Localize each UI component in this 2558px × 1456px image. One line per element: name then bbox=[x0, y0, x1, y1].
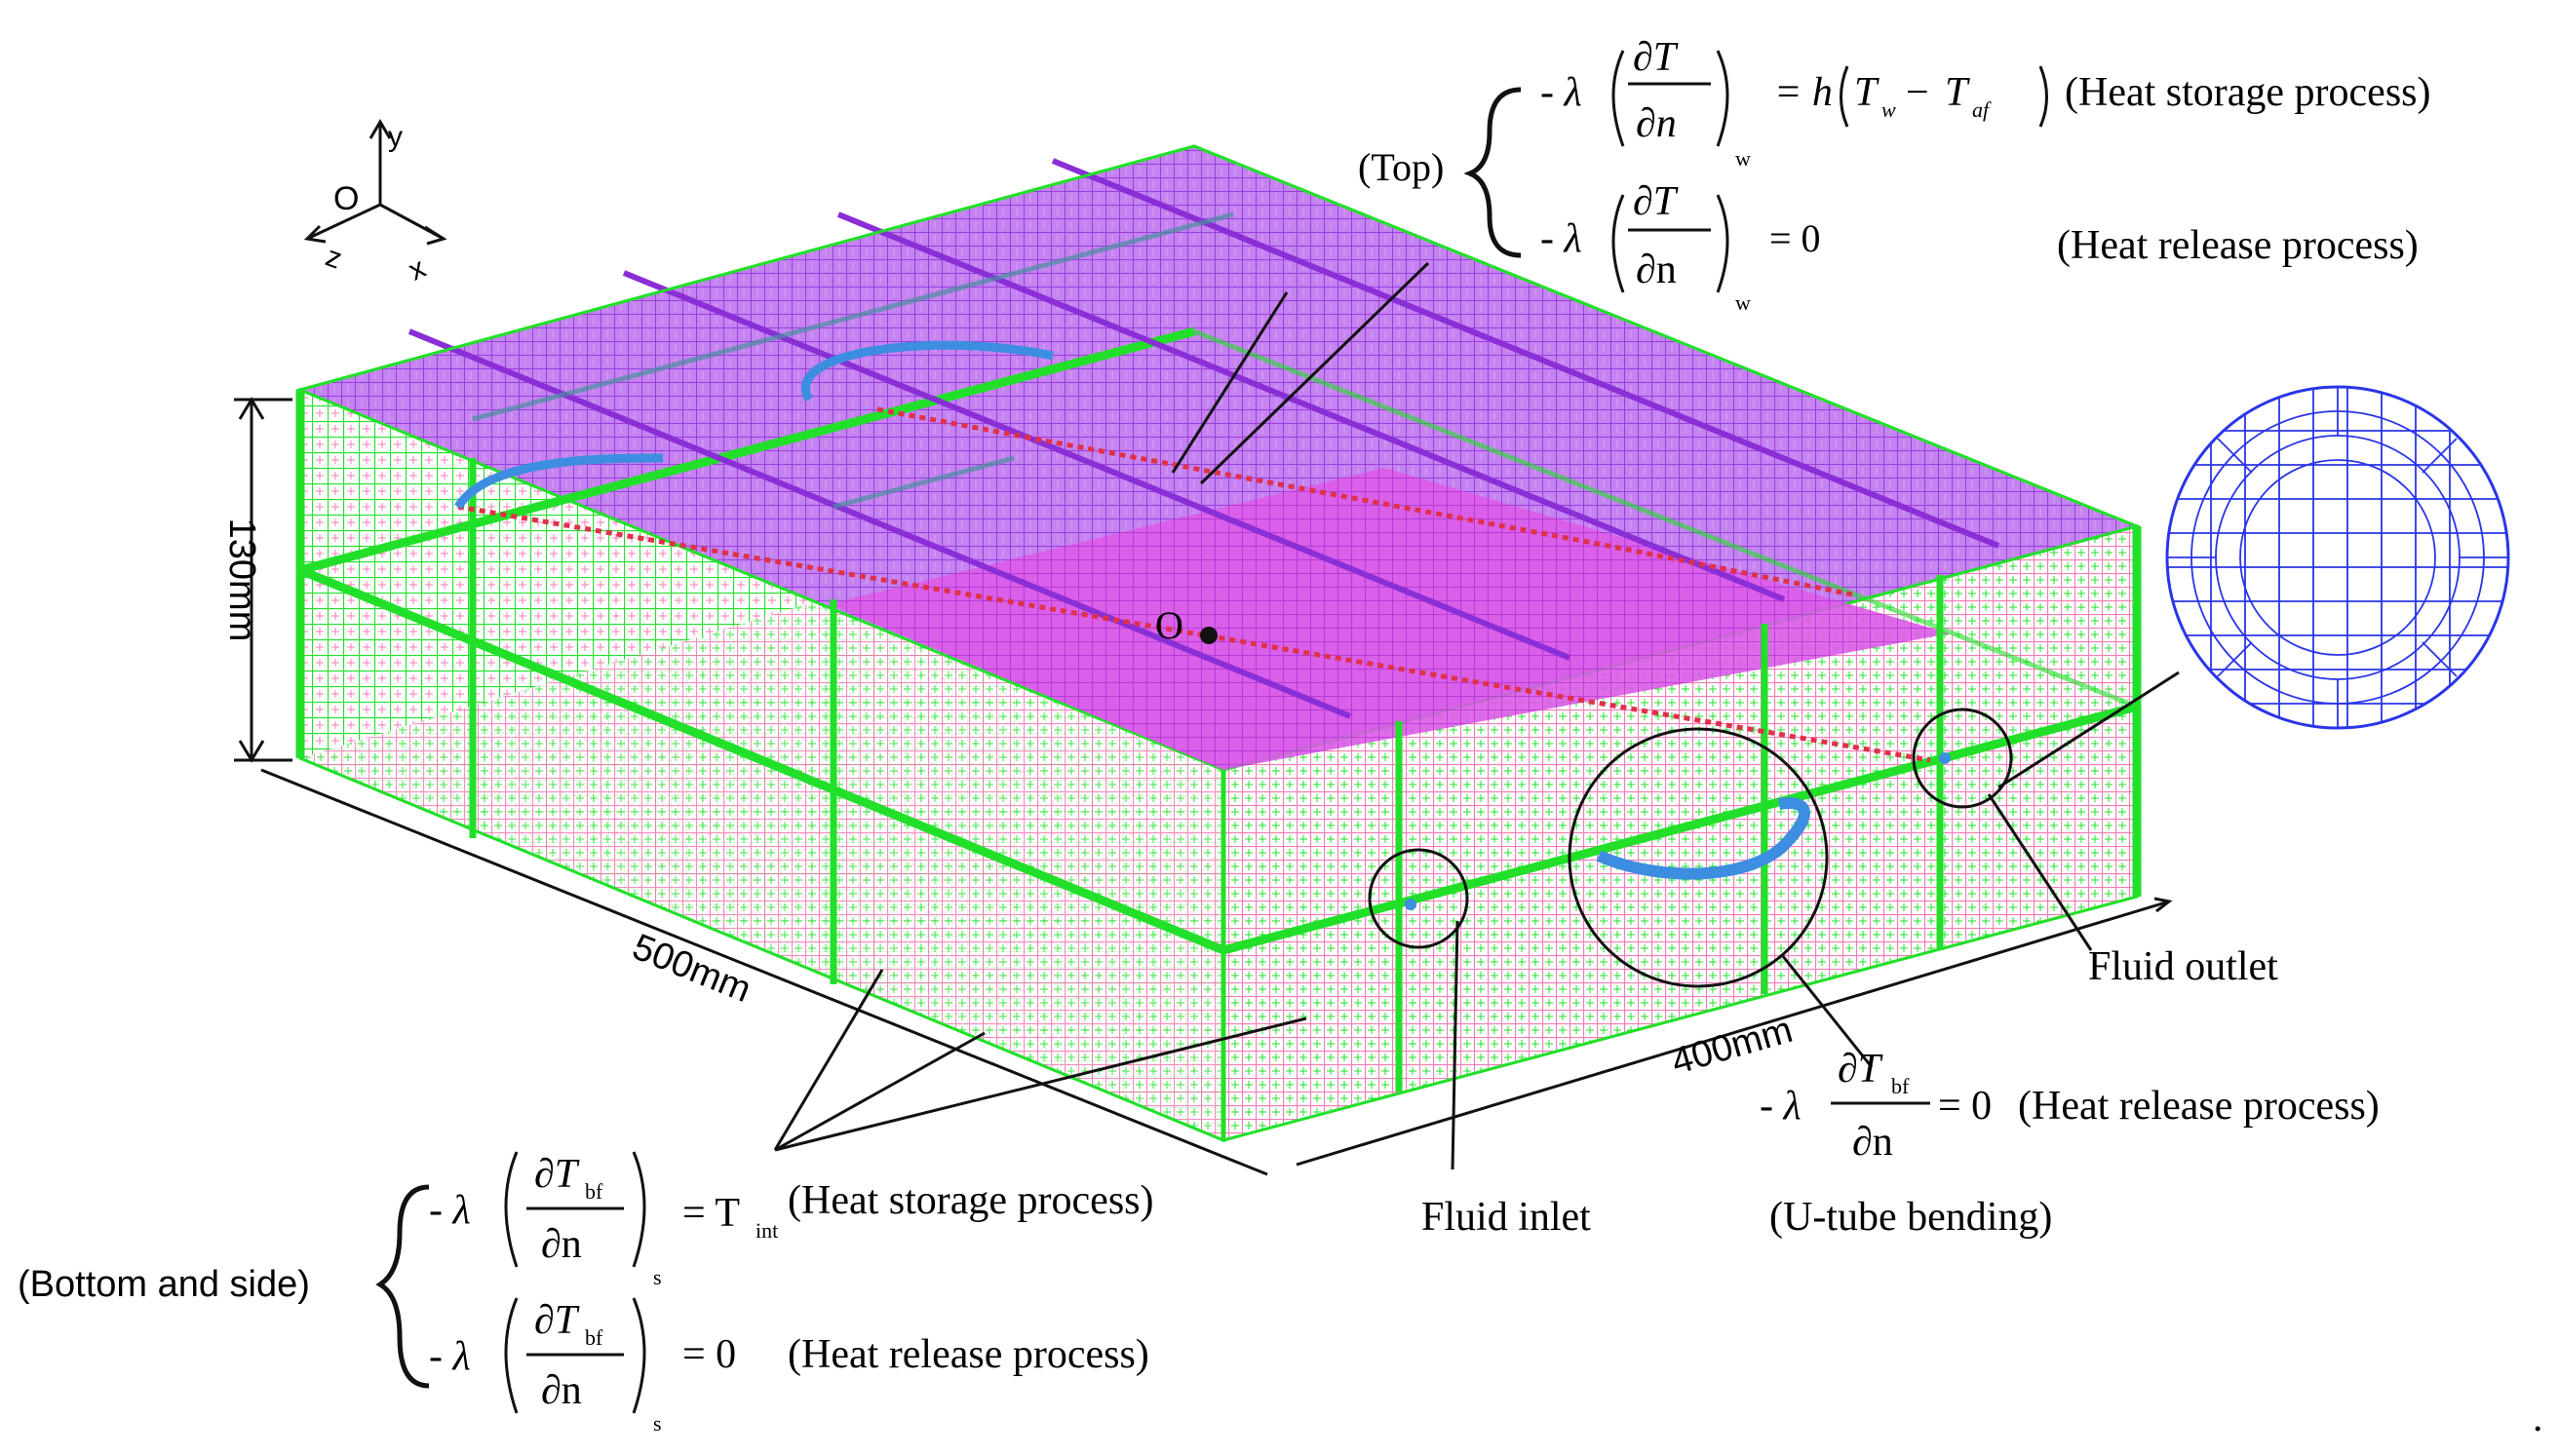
trailing-mark: . bbox=[2533, 1396, 2543, 1440]
ubend-sign: - λ bbox=[1760, 1084, 1802, 1129]
bottom-bc-group: (Bottom and side) - λ ∂T bf ∂n s = T int… bbox=[18, 1151, 1154, 1436]
ubend-rhs: = 0 bbox=[1938, 1084, 1992, 1129]
bottom-eq2-sign: - λ bbox=[429, 1334, 471, 1379]
top-eq1-rhs-b-sub: af bbox=[1972, 97, 1992, 122]
axis-y-label: y bbox=[388, 121, 403, 153]
top-eq2-process: (Heat release process) bbox=[2057, 223, 2419, 268]
bottom-eq1-sub: s bbox=[653, 1265, 662, 1289]
mesh-block bbox=[295, 144, 2142, 1143]
top-bc-group: (Top) - λ ∂T ∂n w = h T w − T af (Heat s… bbox=[1358, 35, 2431, 315]
axis-origin-label: O bbox=[333, 180, 359, 217]
top-eq1-num: ∂T bbox=[1633, 35, 1679, 80]
axis-x-label: x bbox=[404, 251, 431, 287]
top-eq1-rhs-a-sub: w bbox=[1881, 97, 1896, 122]
ubend-bc-group: - λ ∂T bf ∂n = 0 (Heat release process) … bbox=[1760, 1047, 2380, 1240]
top-eq1-sign: - λ bbox=[1540, 70, 1582, 115]
dimension-height: 130mm bbox=[221, 518, 262, 642]
top-eq1-process: (Heat storage process) bbox=[2065, 70, 2431, 115]
dimension-lines bbox=[234, 397, 2173, 1176]
top-eq2-rhs: = 0 bbox=[1769, 216, 1821, 260]
bottom-eq1-num: ∂T bbox=[534, 1152, 580, 1197]
ubend-process: (Heat release process) bbox=[2018, 1084, 2380, 1129]
fluid-inlet-label: Fluid inlet bbox=[1421, 1195, 1591, 1240]
bottom-label: (Bottom and side) bbox=[18, 1264, 310, 1305]
top-eq1-rhs-b: T bbox=[1945, 70, 1970, 115]
bottom-eq2-den: ∂n bbox=[541, 1368, 582, 1413]
block-outline bbox=[298, 144, 2139, 1142]
outlet-dot bbox=[1939, 752, 1951, 764]
bottom-face-region bbox=[300, 594, 2137, 1140]
ubend-num: ∂T bbox=[1838, 1047, 1883, 1092]
ubend-label: (U-tube bending) bbox=[1769, 1195, 2052, 1240]
top-eq2-num: ∂T bbox=[1633, 179, 1679, 224]
top-eq1-den: ∂n bbox=[1636, 101, 1677, 146]
top-eq1-rhs-a: T bbox=[1854, 70, 1880, 115]
top-eq2-den: ∂n bbox=[1636, 248, 1677, 292]
bottom-eq1-sign: - λ bbox=[429, 1188, 471, 1233]
bottom-eq2-process: (Heat release process) bbox=[788, 1332, 1149, 1377]
ubend-num-sub: bf bbox=[1891, 1074, 1910, 1098]
callouts bbox=[773, 261, 2180, 1170]
inlet-dot bbox=[1405, 899, 1416, 910]
ubend-den: ∂n bbox=[1852, 1120, 1893, 1165]
top-eq2-sign: - λ bbox=[1540, 216, 1582, 261]
bottom-eq2-sub: s bbox=[653, 1411, 662, 1436]
axis-triad bbox=[303, 119, 447, 246]
bottom-eq2-num: ∂T bbox=[534, 1298, 580, 1343]
center-point-marker bbox=[1200, 627, 1218, 644]
center-point-label: O bbox=[1155, 603, 1183, 647]
tube-cross-section bbox=[2165, 385, 2510, 730]
bottom-brace bbox=[375, 1184, 430, 1389]
top-face-dark-region bbox=[829, 468, 1950, 770]
top-eq1-rhs: = h bbox=[1774, 70, 1833, 115]
bottom-eq1-rhs-sub: int bbox=[756, 1218, 778, 1243]
top-eq1-minus: − bbox=[1906, 70, 1929, 115]
bottom-eq1-rhs: = T bbox=[682, 1191, 740, 1236]
top-eq2-sub: w bbox=[1735, 290, 1751, 315]
bottom-eq1-process: (Heat storage process) bbox=[788, 1178, 1154, 1223]
axis-z-label: z bbox=[322, 241, 346, 276]
bottom-eq1-num-sub: bf bbox=[585, 1179, 603, 1204]
top-label: (Top) bbox=[1358, 145, 1444, 189]
top-face-stripes bbox=[407, 158, 2000, 719]
bottom-eq2-rhs: = 0 bbox=[682, 1332, 736, 1377]
bottom-eq2-num-sub: bf bbox=[585, 1325, 603, 1350]
top-brace bbox=[1463, 87, 1522, 258]
top-eq1-sub: w bbox=[1735, 146, 1751, 171]
fluid-outlet-label: Fluid outlet bbox=[2088, 944, 2278, 989]
bottom-eq1-den: ∂n bbox=[541, 1222, 582, 1267]
u-tube-path bbox=[454, 340, 1931, 880]
dimension-width: 400mm bbox=[1667, 1010, 1797, 1083]
